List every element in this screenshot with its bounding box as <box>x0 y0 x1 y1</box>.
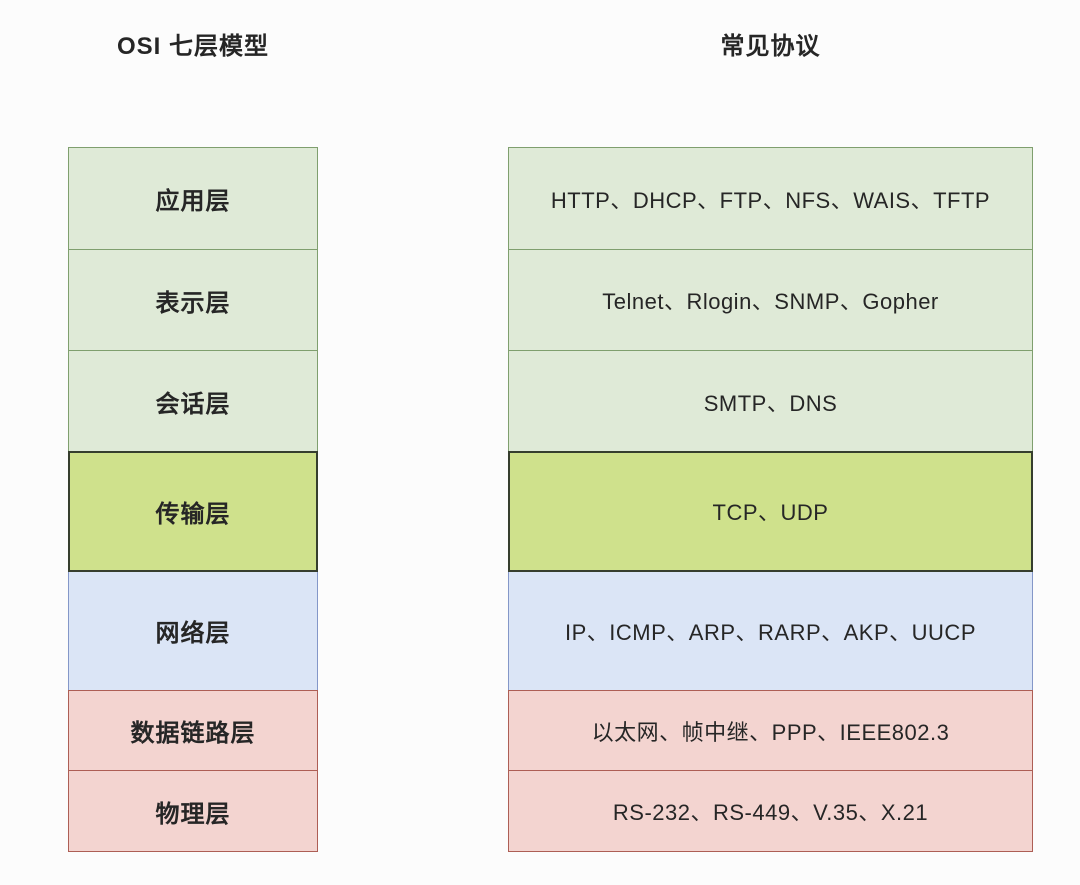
protocol-label-physical: RS-232、RS-449、V.35、X.21 <box>612 800 929 825</box>
protocol-box-presentation: Telnet、Rlogin、SNMP、Gopher <box>508 248 1033 352</box>
layer-box-transport: 传输层 <box>68 450 318 572</box>
layer-box-application: 应用层 <box>68 147 318 250</box>
protocol-box-datalink: 以太网、帧中继、PPP、IEEE802.3 <box>508 689 1033 772</box>
protocol-box-network: IP、ICMP、ARP、RARP、AKP、UUCP <box>508 570 1033 691</box>
right-column-title: 常见协议 <box>720 33 821 60</box>
layer-box-datalink: 数据链路层 <box>68 689 318 772</box>
protocols-column: HTTP、DHCP、FTP、NFS、WAIS、TFTP Telnet、Rlogi… <box>508 147 1033 852</box>
layer-label-application: 应用层 <box>155 188 231 215</box>
protocol-label-network: IP、ICMP、ARP、RARP、AKP、UUCP <box>564 619 976 645</box>
layer-box-physical: 物理层 <box>68 770 318 852</box>
protocol-label-datalink: 以太网、帧中继、PPP、IEEE802.3 <box>591 719 950 745</box>
layer-box-presentation: 表示层 <box>68 248 318 352</box>
layer-label-transport: 传输层 <box>155 500 231 528</box>
protocol-label-presentation: Telnet、Rlogin、SNMP、Gopher <box>602 289 939 314</box>
layer-label-physical: 物理层 <box>155 800 231 828</box>
protocol-box-transport: TCP、UDP <box>508 450 1033 572</box>
osi-layers-column: 应用层 表示层 会话层 传输层 网络层 数据链路层 物理层 <box>68 147 318 852</box>
layer-label-datalink: 数据链路层 <box>130 720 256 747</box>
protocol-box-physical: RS-232、RS-449、V.35、X.21 <box>508 770 1033 852</box>
layer-label-session: 会话层 <box>155 391 231 418</box>
layer-label-network: 网络层 <box>155 620 231 647</box>
protocol-label-session: SMTP、DNS <box>703 390 838 416</box>
layer-box-network: 网络层 <box>68 570 318 691</box>
layer-box-session: 会话层 <box>68 350 318 453</box>
left-column-title: OSI 七层模型 <box>116 33 269 60</box>
layer-label-presentation: 表示层 <box>155 289 231 317</box>
protocol-box-session: SMTP、DNS <box>508 350 1033 453</box>
protocol-label-transport: TCP、UDP <box>712 500 829 525</box>
protocol-box-application: HTTP、DHCP、FTP、NFS、WAIS、TFTP <box>508 147 1033 250</box>
protocol-label-application: HTTP、DHCP、FTP、NFS、WAIS、TFTP <box>550 187 991 213</box>
